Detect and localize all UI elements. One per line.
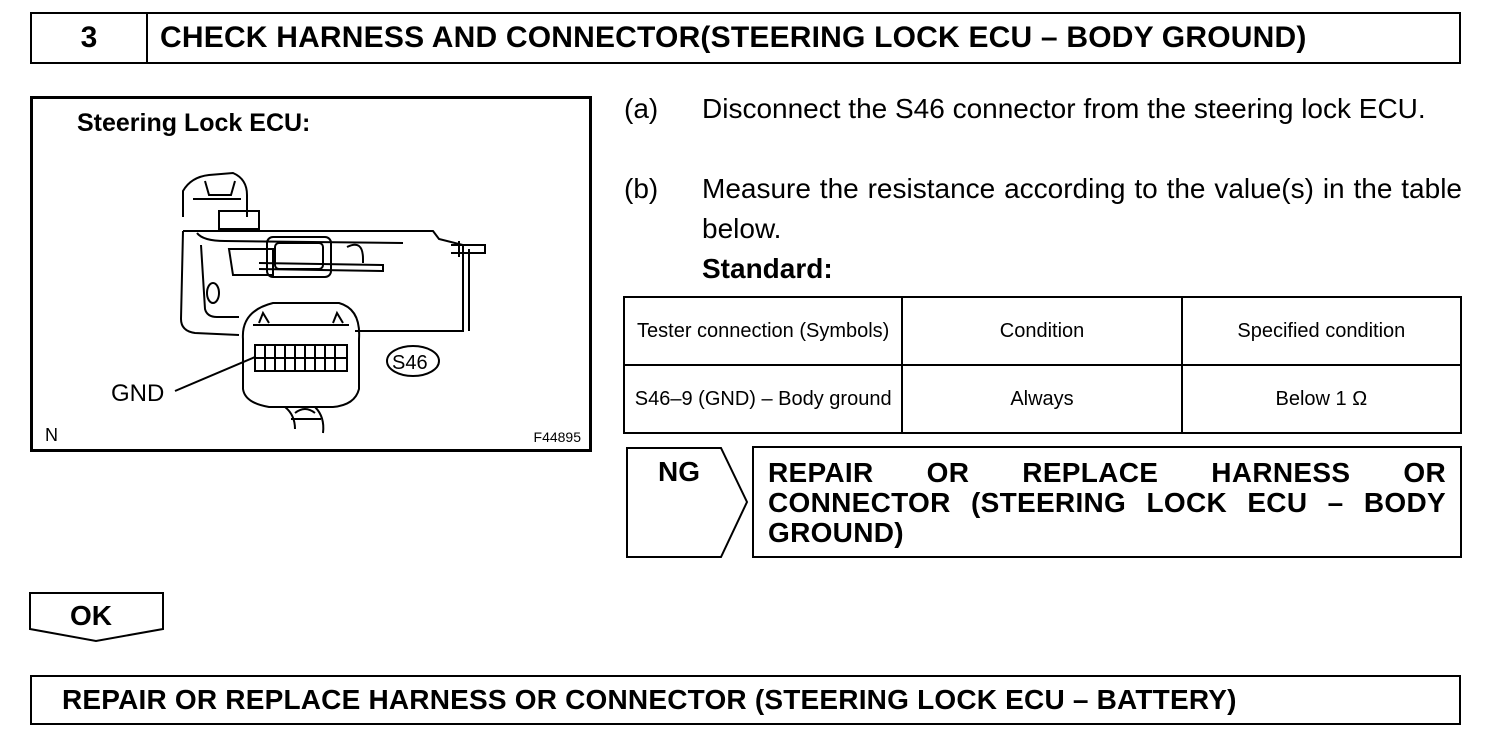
figure-caption: Steering Lock ECU:	[77, 109, 311, 137]
table-cell: Always	[901, 364, 1183, 434]
step-title: CHECK HARNESS AND CONNECTOR(STEERING LOC…	[160, 21, 1307, 54]
standard-label: Standard:	[702, 253, 833, 284]
ng-label: NG	[658, 456, 700, 487]
figure-corner-mark: N	[45, 425, 58, 445]
instruction-b-label: (b)	[624, 173, 659, 204]
steering-lock-ecu-figure: GND S46 Steering Lock ECU: N F44895	[30, 96, 592, 452]
table-cell: Below 1 Ω	[1180, 364, 1463, 434]
table-cell: S46–9 (GND) – Body ground	[622, 364, 904, 434]
instruction-a-text: Disconnect the S46 connector from the st…	[702, 93, 1426, 124]
ok-tab-shape	[29, 592, 164, 643]
instruction-a-label: (a)	[624, 93, 659, 124]
table-header-cell: Specified condition	[1180, 296, 1463, 366]
ecu-connector-illustration: GND S46	[111, 171, 486, 434]
instruction-b-text: Measure the resistance according to the …	[702, 173, 1462, 244]
final-action-box: REPAIR OR REPLACE HARNESS OR CONNECTOR (…	[30, 675, 1461, 725]
s46-callout-label: S46	[392, 352, 428, 374]
table-header-cell: Tester connection (Symbols)	[622, 296, 904, 366]
ok-label: OK	[70, 600, 112, 631]
step-header: 3 CHECK HARNESS AND CONNECTOR(STEERING L…	[30, 12, 1461, 64]
table-header-row: Tester connection (Symbols) Condition Sp…	[622, 296, 1463, 366]
step-number: 3	[32, 14, 148, 62]
ng-arrow-shape	[626, 447, 749, 558]
ng-action-box: REPAIR OR REPLACE HARNESS OR CONNECTOR (…	[752, 446, 1462, 558]
gnd-label: GND	[111, 380, 164, 407]
specification-table: Tester connection (Symbols) Condition Sp…	[622, 296, 1463, 434]
table-row: S46–9 (GND) – Body ground Always Below 1…	[622, 364, 1463, 434]
table-header-cell: Condition	[901, 296, 1183, 366]
figure-id: F44895	[533, 429, 581, 445]
